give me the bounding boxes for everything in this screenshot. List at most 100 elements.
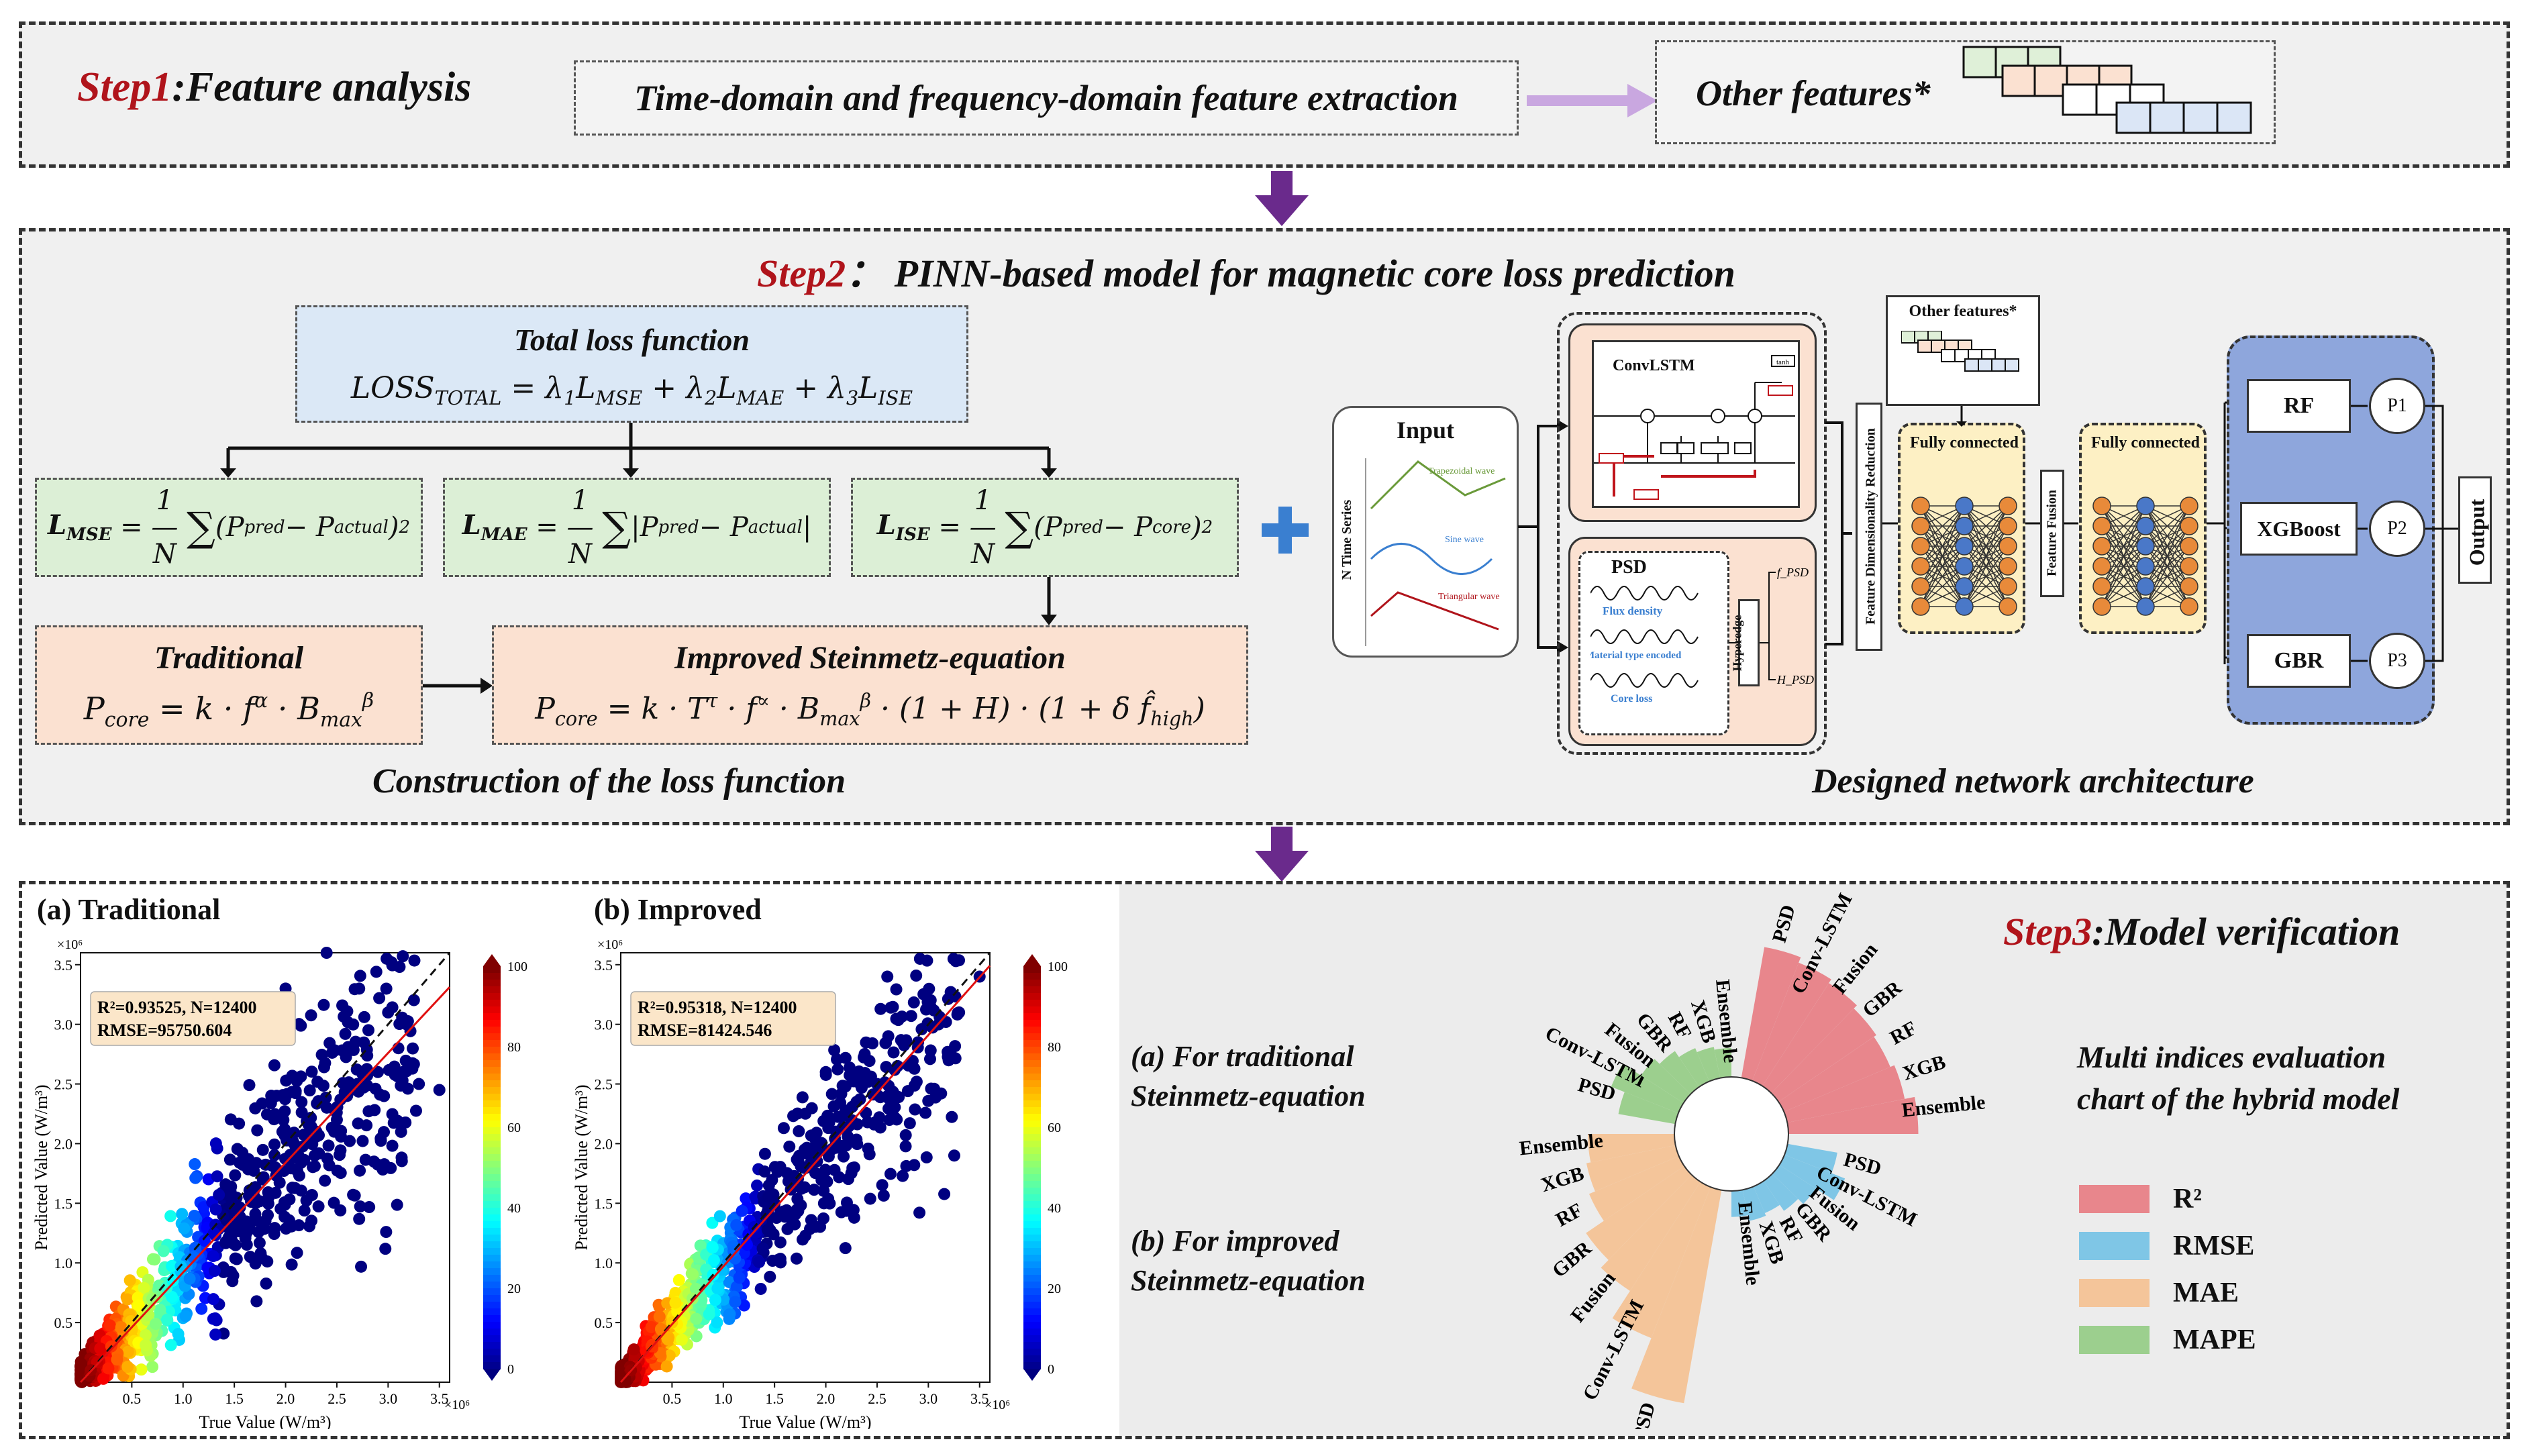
feature-tiles-icon (1962, 46, 2252, 134)
colorbar-segment (483, 1362, 501, 1369)
colorbar-segment (483, 1000, 501, 1007)
scatter-point (740, 1238, 753, 1251)
colorbar-tick-label: 0 (507, 1362, 514, 1377)
colorbar-segment (1023, 1201, 1041, 1208)
scatter-point (839, 1242, 852, 1255)
colorbar-segment (1023, 1208, 1041, 1215)
scatter-point (161, 1313, 174, 1326)
scatter-point (408, 954, 421, 967)
improved-equation: Pcore = k · Tτ · f∝ · Bmaxβ · (1 + H) · … (535, 689, 1205, 731)
scatter-point (407, 1042, 419, 1055)
legend-b-line1: (b) For improved (1131, 1225, 1339, 1257)
r2-swatch (2079, 1185, 2150, 1213)
scatter-point (400, 1018, 413, 1031)
scatter-point (711, 1316, 723, 1329)
polar-bar (1779, 1155, 1846, 1200)
tanh-label: tanh (1776, 358, 1789, 366)
scatter-point (308, 1160, 321, 1173)
scatter-point (819, 1163, 831, 1176)
traditional-equation: Pcore = k · fα · Bmaxβ (83, 689, 374, 732)
scatter-point (311, 1076, 324, 1088)
scatter-point (334, 1144, 347, 1157)
colorbar-segment (1023, 1235, 1041, 1242)
scatter-point (905, 1010, 917, 1023)
fc-link (2145, 566, 2190, 607)
colorbar-segment (483, 1100, 501, 1108)
colorbar-tick-label: 80 (1048, 1040, 1061, 1055)
scatter-point (703, 1308, 715, 1320)
fc-node (1911, 517, 1930, 535)
scatter-point (166, 1290, 179, 1303)
scatter-point (330, 1113, 343, 1126)
colorbar-segment (483, 1235, 501, 1242)
scatter-point (910, 1076, 923, 1088)
fc-node (2136, 497, 2155, 515)
scatter-point (799, 1107, 812, 1120)
scatter-point (707, 1254, 720, 1267)
scatter-point (121, 1293, 134, 1306)
other-features-box: Other features* (1655, 40, 2276, 144)
plot-a-title: (a) Traditional (37, 893, 221, 926)
colorbar-segment (483, 1134, 501, 1141)
x-tick-label: 2.0 (817, 1390, 836, 1407)
scatter-point (268, 1228, 281, 1241)
colorbar-segment (483, 1013, 501, 1021)
scatter-point (310, 1125, 323, 1138)
fc-link (2101, 505, 2146, 547)
scatter-point (260, 1108, 273, 1121)
polar-bar (1631, 1187, 1722, 1404)
colorbar-segment (1023, 1114, 1041, 1121)
colorbar-segment (483, 1141, 501, 1148)
colorbar-segment (1023, 1121, 1041, 1128)
colorbar-segment (1023, 1194, 1041, 1202)
polar-bar (1741, 947, 1801, 1081)
scatter-point (953, 954, 966, 967)
scatter-point (291, 1247, 303, 1259)
x-tick-label: 2.5 (868, 1390, 887, 1407)
scatter-point (157, 1245, 170, 1257)
colorbar-segment (1023, 1248, 1041, 1255)
fc-node (2092, 557, 2111, 576)
fc-link (2145, 505, 2190, 587)
scatter-point (322, 1139, 335, 1152)
scatter-point (889, 1111, 901, 1124)
polar-label: XGB (1900, 1051, 1948, 1085)
colorbar-segment (1023, 1074, 1041, 1081)
scatter-point (103, 1319, 116, 1332)
fc2-network (2092, 497, 2198, 616)
fc-node (2136, 537, 2155, 556)
scatter-point (627, 1343, 640, 1356)
y-tick-label: 0.5 (54, 1314, 73, 1331)
colorbar-tick-label: 0 (1048, 1362, 1054, 1377)
scatter-point (929, 1091, 942, 1104)
fc-node (1955, 537, 1974, 556)
colorbar-segment (483, 1053, 501, 1061)
scatter-point (397, 950, 409, 963)
scatter-point (953, 1006, 966, 1019)
colorbar-segment (1023, 1315, 1041, 1322)
scatter-point (250, 1157, 263, 1169)
scatter-point (281, 1134, 293, 1147)
fc-link (1920, 566, 1965, 607)
scatter-point (285, 1258, 298, 1271)
y-tick-label: 1.0 (595, 1255, 613, 1271)
colorbar-segment (483, 1074, 501, 1081)
scatter-point (209, 1137, 222, 1150)
scatter-point (758, 1165, 771, 1178)
scatter-point (672, 1273, 685, 1286)
colorbar-segment (483, 1315, 501, 1322)
polar-bar (1714, 1048, 1731, 1078)
scatter-point (229, 1169, 242, 1182)
stats-rmse: RMSE=81424.546 (638, 1021, 772, 1040)
scatter-point (353, 1212, 366, 1225)
legend-item-r2: R² (2079, 1176, 2256, 1223)
scatter-point (924, 994, 937, 1006)
scatter-point (754, 1282, 767, 1295)
colorbar-segment (1023, 1181, 1041, 1188)
scatter-point (890, 983, 903, 996)
scatter-point (358, 1010, 370, 1023)
scatter-point (822, 1150, 835, 1163)
scatter-point (325, 1046, 338, 1059)
scatter-point (268, 1059, 281, 1072)
scatter-point (756, 1242, 769, 1255)
